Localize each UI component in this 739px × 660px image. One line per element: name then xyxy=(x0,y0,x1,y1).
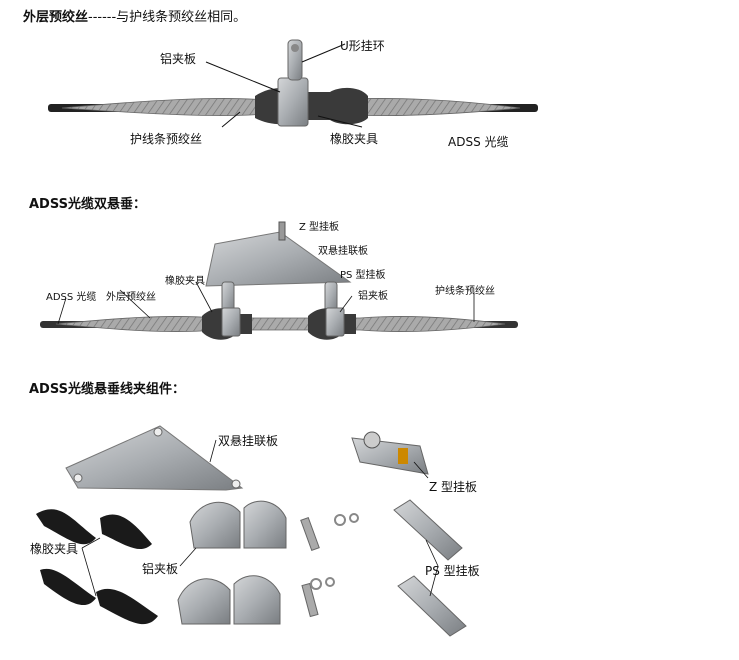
u-shackle xyxy=(287,39,303,81)
bolt xyxy=(300,516,320,552)
label-armor-rod: 护线条预绞丝 xyxy=(435,286,495,297)
label-armor-rod: 护线条预绞丝 xyxy=(130,132,203,146)
rubber-clamp xyxy=(36,509,96,545)
aluminum-clamp xyxy=(177,578,231,625)
label-rubber-clamp: 橡胶夹具 xyxy=(30,542,79,556)
label-aluminum-clamp: 铝夹板 xyxy=(358,291,388,302)
rubber-clamp xyxy=(40,568,96,606)
section1-heading: 外层预绞丝------与护线条预绞丝相同。 xyxy=(23,6,246,25)
label-u-ring: U形挂环 xyxy=(340,39,385,53)
z-plate xyxy=(278,221,286,241)
label-z-plate: Z 型挂板 xyxy=(299,222,340,233)
double-link-plate xyxy=(65,425,244,491)
label-adss-cable: ADSS 光缆 xyxy=(46,292,97,303)
label-adss-cable: ADSS 光缆 xyxy=(448,135,509,149)
section3-heading: ADSS光缆悬垂线夹组件： xyxy=(29,382,185,397)
double-link-plate xyxy=(205,231,352,287)
section2-heading: ADSS光缆双悬垂： xyxy=(29,197,146,212)
rubber-clamp xyxy=(96,588,158,625)
label-rubber-clamp: 橡胶夹具 xyxy=(165,276,205,287)
label-double-link-plate: 双悬挂联板 xyxy=(218,434,279,448)
aluminum-clamp xyxy=(243,500,287,549)
label-ps-plate: PS 型挂板 xyxy=(340,270,386,281)
section1-assembly xyxy=(48,39,538,128)
rubber-clamp xyxy=(255,87,368,125)
label-double-link-plate: 双悬挂联板 xyxy=(318,246,368,257)
section1-heading-rest: ------与护线条预绞丝相同。 xyxy=(88,10,247,25)
rubber-clamp xyxy=(100,514,152,550)
aluminum-clamp xyxy=(233,575,281,625)
section2-assembly xyxy=(40,221,518,340)
label-ps-plate: PS 型挂板 xyxy=(425,564,480,578)
section1-heading-bold: 外层预绞丝 xyxy=(23,10,89,25)
label-aluminum-clamp: 铝夹板 xyxy=(160,52,197,66)
ps-plate xyxy=(397,575,467,637)
ps-plate xyxy=(393,499,463,561)
label-rubber-clamp: 橡胶夹具 xyxy=(330,132,379,146)
armor-rod xyxy=(55,316,506,332)
label-outer-rod: 外层预绞丝 xyxy=(106,292,156,303)
label-aluminum-clamp: 铝夹板 xyxy=(142,562,179,576)
aluminum-clamp xyxy=(189,501,241,549)
bolt xyxy=(301,582,319,618)
aluminum-clamp xyxy=(277,77,309,127)
label-z-plate: Z 型挂板 xyxy=(429,480,478,494)
section3-components xyxy=(36,425,467,637)
z-plate xyxy=(351,437,429,475)
